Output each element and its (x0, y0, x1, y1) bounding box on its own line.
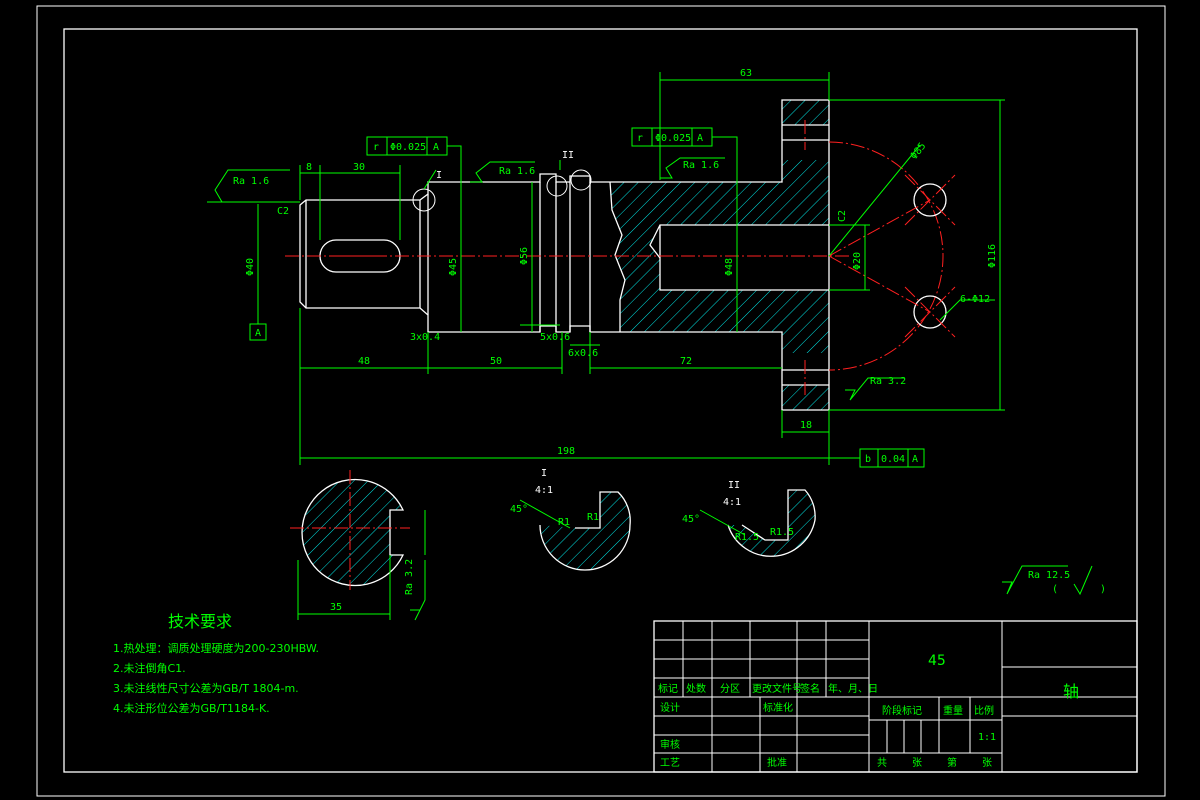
svg-text:I: I (541, 468, 547, 479)
svg-text:Φ48: Φ48 (724, 258, 735, 276)
svg-text:II: II (728, 480, 740, 491)
svg-text:审核: 审核 (660, 738, 680, 751)
bolt-hole-bottom (913, 295, 947, 329)
svg-text:标准化: 标准化 (763, 701, 793, 714)
svg-text:C2: C2 (837, 210, 848, 222)
svg-text:): ) (1100, 584, 1106, 595)
svg-text:45: 45 (928, 653, 946, 669)
svg-text:50: 50 (490, 356, 502, 367)
tolerance-frame-3: b 0.04 A (829, 448, 925, 468)
main-shaft-view (285, 99, 956, 411)
detail-II: II 4:1 45° R1.5 R1.5 (682, 480, 816, 557)
svg-text:分区: 分区 (720, 683, 740, 695)
svg-text:Φ40: Φ40 (245, 258, 256, 276)
svg-text:63: 63 (740, 68, 752, 79)
svg-text:R1: R1 (558, 517, 570, 528)
svg-text:Φ116: Φ116 (987, 244, 998, 268)
svg-text:A: A (255, 328, 261, 339)
svg-text:张: 张 (982, 757, 992, 769)
svg-text:Φ85: Φ85 (909, 141, 929, 162)
svg-text:1.热处理：调质处理硬度为200-230HBW.: 1.热处理：调质处理硬度为200-230HBW. (113, 641, 319, 655)
svg-text:Φ45: Φ45 (448, 258, 459, 276)
bolt-circle-arc (828, 141, 944, 371)
svg-text:Ra 1.6: Ra 1.6 (233, 176, 269, 187)
svg-text:A: A (433, 142, 439, 153)
svg-text:0.04: 0.04 (881, 454, 905, 465)
svg-text:Ra 1.6: Ra 1.6 (499, 166, 535, 177)
svg-text:3x0.4: 3x0.4 (410, 332, 440, 343)
svg-text:A: A (912, 454, 918, 465)
svg-text:R1.5: R1.5 (770, 527, 794, 538)
svg-text:处数: 处数 (686, 682, 706, 695)
svg-text:45°: 45° (682, 514, 700, 525)
dimensions: 63 30 8 Ra 1.6 C2 Φ40 A r Φ0.025 A Φ (207, 68, 1005, 468)
title-block: 标记 处数 分区 更改文件号 签名 年、月、日 设计 标准化 审核 工艺 批准 … (653, 620, 1138, 773)
svg-text:6x0.6: 6x0.6 (568, 348, 598, 359)
svg-text:35: 35 (330, 602, 342, 613)
svg-text:72: 72 (680, 356, 692, 367)
tolerance-frame-1: r Φ0.025 A (366, 136, 462, 200)
svg-text:4.未注形位公差为GB/T1184-K.: 4.未注形位公差为GB/T1184-K. (113, 701, 270, 715)
svg-text:共: 共 (877, 757, 887, 769)
svg-text:Φ56: Φ56 (519, 247, 530, 265)
tolerance-frame-2: r Φ0.025 A (631, 127, 738, 182)
svg-text:重量: 重量 (943, 704, 963, 717)
outer-border (36, 5, 1166, 797)
svg-text:R1: R1 (587, 512, 599, 523)
svg-text:张: 张 (912, 757, 922, 769)
svg-text:Ra 12.5: Ra 12.5 (1028, 570, 1070, 581)
svg-text:b: b (865, 454, 871, 465)
svg-text:4:1: 4:1 (723, 497, 741, 508)
svg-text:Ra 3.2: Ra 3.2 (870, 376, 906, 387)
svg-text:轴: 轴 (1063, 682, 1079, 701)
technical-requirements: 技术要求 1.热处理：调质处理硬度为200-230HBW. 2.未注倒角C1. … (113, 612, 319, 715)
svg-text:5x0.6: 5x0.6 (540, 332, 570, 343)
general-roughness: Ra 12.5 ( ) (1002, 565, 1106, 596)
svg-text:比例: 比例 (974, 704, 994, 717)
svg-text:(: ( (1052, 584, 1058, 595)
svg-text:阶段标记: 阶段标记 (882, 704, 922, 717)
svg-text:8: 8 (306, 162, 312, 173)
svg-text:II: II (562, 150, 574, 161)
detail-I: I 4:1 45° R1 R1 (510, 468, 631, 571)
svg-text:1:1: 1:1 (978, 732, 996, 743)
svg-text:设计: 设计 (660, 701, 680, 714)
svg-text:3.未注线性尺寸公差为GB/T 1804-m.: 3.未注线性尺寸公差为GB/T 1804-m. (113, 681, 299, 695)
svg-text:第: 第 (947, 756, 957, 769)
svg-text:C2: C2 (277, 206, 289, 217)
key-section-view: 35 Ra 3.2 (290, 470, 426, 621)
svg-text:签名: 签名 (800, 682, 820, 695)
svg-text:批准: 批准 (767, 756, 787, 769)
svg-text:30: 30 (353, 162, 365, 173)
svg-text:A: A (697, 133, 703, 144)
svg-text:工艺: 工艺 (660, 757, 680, 769)
svg-text:Ra 1.6: Ra 1.6 (683, 160, 719, 171)
svg-text:198: 198 (557, 446, 575, 457)
svg-text:技术要求: 技术要求 (168, 612, 232, 631)
svg-text:r: r (373, 142, 379, 153)
svg-text:Φ0.025: Φ0.025 (655, 133, 691, 144)
svg-text:R1.5: R1.5 (735, 532, 759, 543)
svg-text:6-Φ12: 6-Φ12 (960, 294, 990, 305)
svg-text:Ra 3.2: Ra 3.2 (404, 559, 415, 595)
svg-text:2.未注倒角C1.: 2.未注倒角C1. (113, 661, 186, 675)
svg-text:Φ20: Φ20 (852, 252, 863, 270)
svg-text:18: 18 (800, 420, 812, 431)
svg-text:48: 48 (358, 356, 370, 367)
svg-text:更改文件号: 更改文件号 (752, 682, 802, 695)
svg-text:45°: 45° (510, 504, 528, 515)
svg-text:4:1: 4:1 (535, 485, 553, 496)
svg-text:标记: 标记 (658, 683, 678, 695)
svg-text:年、月、日: 年、月、日 (828, 682, 878, 695)
svg-text:r: r (637, 133, 643, 144)
svg-text:I: I (436, 170, 442, 181)
svg-text:Φ0.025: Φ0.025 (390, 142, 426, 153)
bolt-hole-top (913, 183, 947, 217)
inner-border (63, 28, 1138, 773)
hatch-bore-section (610, 160, 829, 353)
